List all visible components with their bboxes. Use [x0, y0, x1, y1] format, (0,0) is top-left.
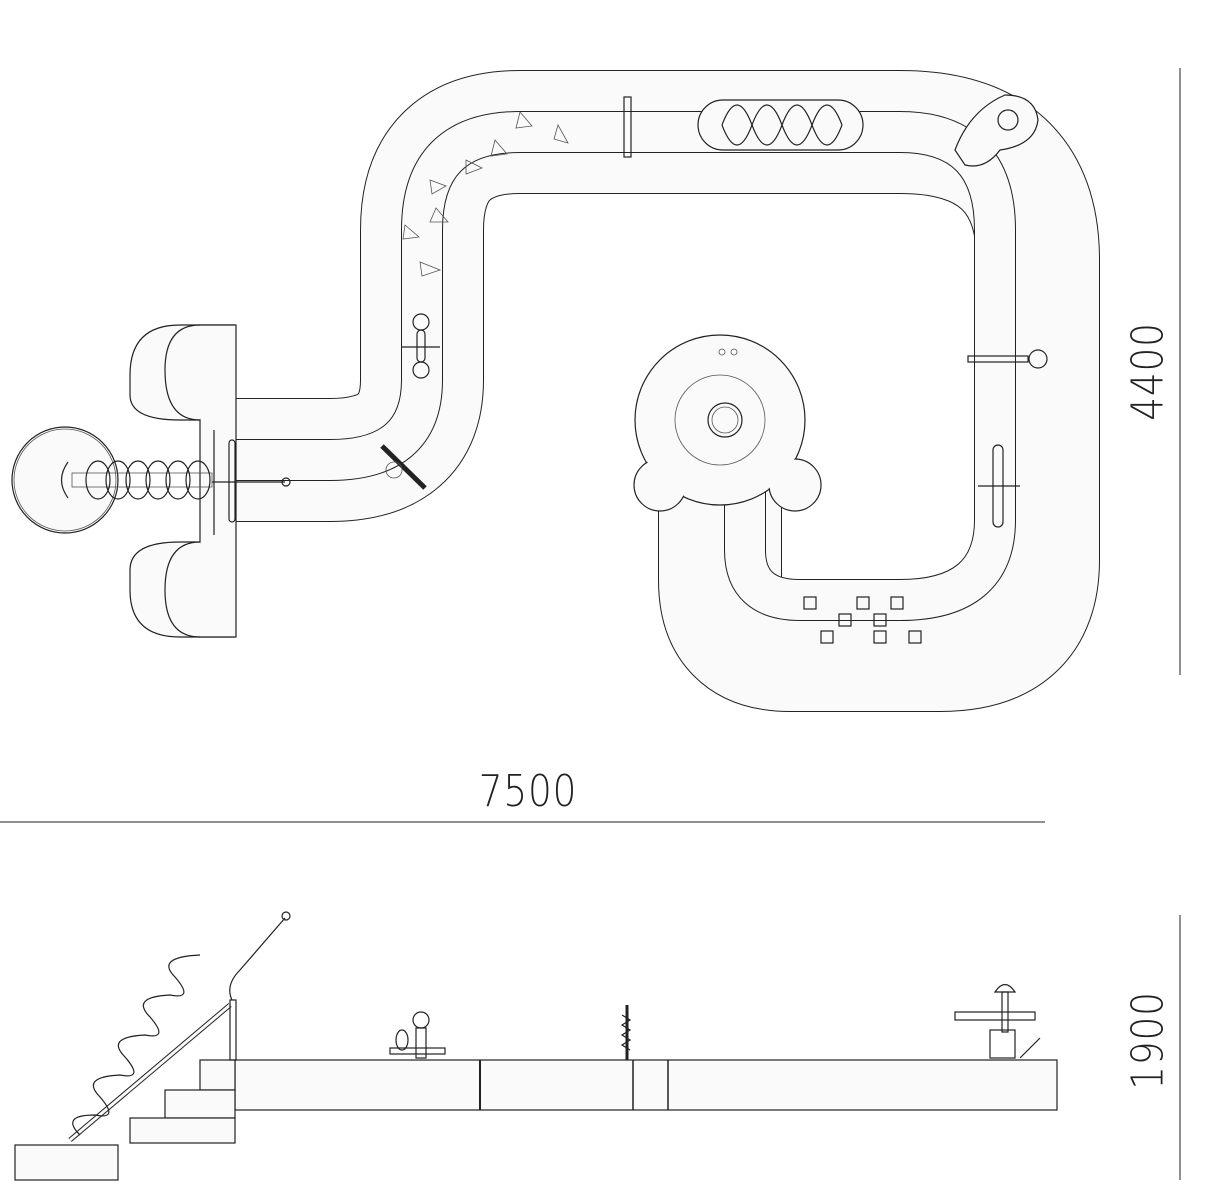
basin	[11, 426, 119, 534]
plan-view	[11, 70, 1100, 712]
pump-right	[978, 444, 1020, 528]
seat-bottom	[129, 541, 235, 638]
elevation-view	[14, 911, 1058, 1181]
stepping-blocks	[803, 596, 922, 644]
basin-elevation	[14, 1144, 119, 1181]
waterwheel-fans	[402, 111, 569, 277]
channel-body	[234, 1059, 1058, 1111]
gate-elevation	[620, 1005, 632, 1060]
pump-elevation	[389, 1011, 446, 1059]
pump-left	[402, 313, 440, 379]
track-outer	[235, 70, 1100, 712]
wave-channel	[697, 99, 864, 151]
screw-elevation	[68, 911, 291, 1142]
hub-drain	[707, 402, 743, 438]
hand-pump-right	[954, 94, 1039, 167]
pump-right-elevation	[954, 983, 1041, 1059]
gate-right	[967, 349, 1048, 369]
seat-top	[129, 324, 235, 421]
archimedes-screw	[60, 430, 291, 535]
width-dimension-label: 7500	[478, 766, 578, 817]
height-dimension-label: 1900	[1122, 991, 1174, 1090]
depth-dimension-label: 4400	[1122, 322, 1174, 421]
sluice-gate-diag	[380, 444, 427, 490]
step-3	[129, 1117, 236, 1144]
step-2	[164, 1089, 236, 1119]
track-channel	[235, 111, 1016, 621]
gate-top	[623, 96, 632, 158]
step-1	[199, 1059, 236, 1091]
